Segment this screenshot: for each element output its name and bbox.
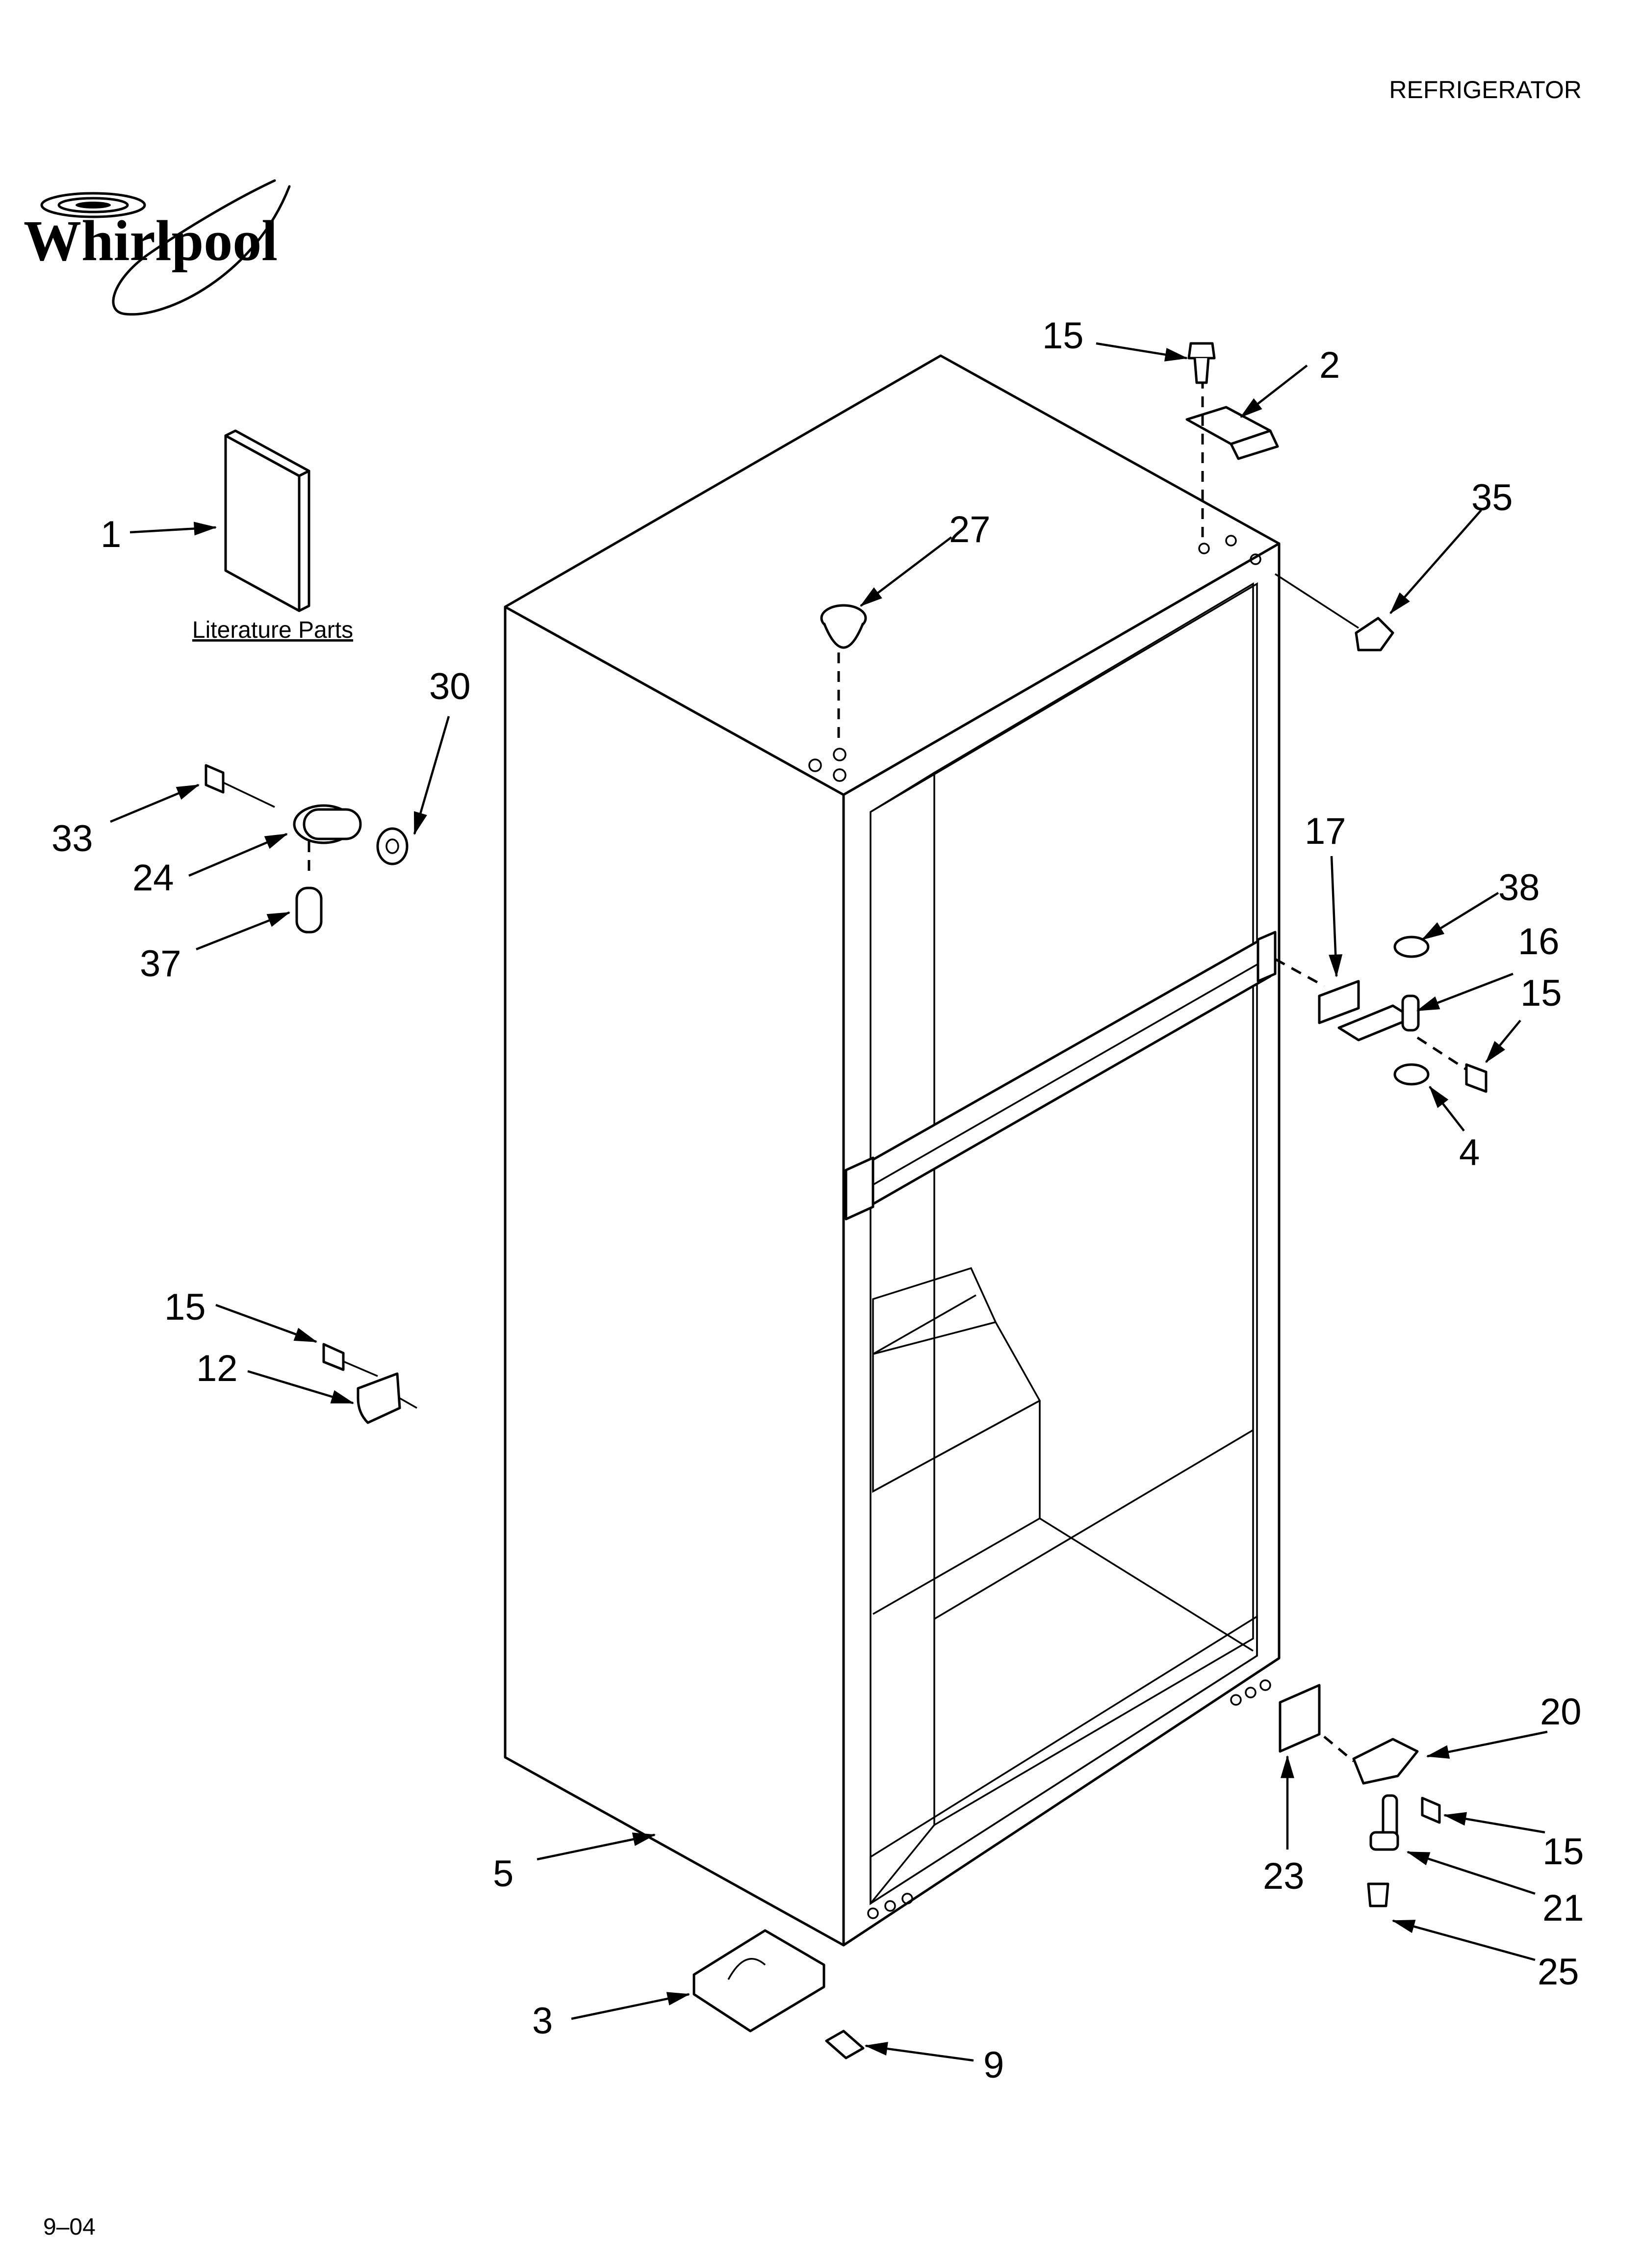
header-category: REFRIGERATOR bbox=[1389, 76, 1582, 104]
bottom-hinge-assembly bbox=[1279, 1684, 1441, 1907]
callout-21: 21 bbox=[1542, 1887, 1584, 1929]
callout-24: 24 bbox=[132, 857, 174, 899]
callout-38: 38 bbox=[1498, 867, 1540, 909]
callout-15-bottom: 15 bbox=[1542, 1831, 1584, 1873]
callout-4: 4 bbox=[1459, 1132, 1480, 1173]
callout-1: 1 bbox=[101, 514, 121, 555]
callout-15-left: 15 bbox=[164, 1286, 206, 1328]
door-stop-assembly-left bbox=[205, 764, 409, 934]
bracket-part-12 bbox=[322, 1343, 417, 1424]
literature-booklet-part-1 bbox=[224, 429, 310, 612]
callout-leaders bbox=[110, 342, 1548, 2062]
callout-16: 16 bbox=[1518, 921, 1560, 963]
callout-3: 3 bbox=[532, 2000, 553, 2042]
literature-parts-caption: Literature Parts bbox=[192, 617, 353, 643]
callout-25: 25 bbox=[1538, 1951, 1579, 1993]
callout-12: 12 bbox=[196, 1348, 238, 1389]
callout-27: 27 bbox=[949, 509, 991, 550]
plug-part-27 bbox=[820, 604, 867, 741]
callout-20: 20 bbox=[1540, 1691, 1582, 1733]
hinge-cover-part-35 bbox=[1275, 573, 1394, 652]
callout-30: 30 bbox=[429, 666, 471, 707]
callout-33: 33 bbox=[51, 818, 93, 860]
top-hinge-part-2 bbox=[1185, 378, 1279, 537]
footer-date-code: 9–04 bbox=[43, 2214, 96, 2240]
callout-9: 9 bbox=[983, 2044, 1004, 2086]
whirlpool-logo: Whirlpool bbox=[24, 179, 291, 316]
callout-15-center: 15 bbox=[1520, 972, 1562, 1014]
whirlpool-logo-wordmark: Whirlpool bbox=[24, 209, 278, 273]
callout-17: 17 bbox=[1305, 810, 1346, 852]
callout-15-top: 15 bbox=[1042, 315, 1084, 357]
callout-35: 35 bbox=[1471, 477, 1513, 519]
callout-5: 5 bbox=[493, 1853, 513, 1895]
refrigerator-cabinet-part-5 bbox=[504, 354, 1281, 1947]
screw-part-15-top bbox=[1187, 342, 1216, 384]
callout-2: 2 bbox=[1319, 344, 1340, 386]
roller-assembly bbox=[693, 1929, 865, 2059]
callout-37: 37 bbox=[140, 943, 181, 985]
callout-labels: 1 15 2 27 35 30 33 24 37 15 12 17 38 16 … bbox=[51, 315, 1584, 2086]
callout-23: 23 bbox=[1263, 1855, 1305, 1897]
center-hinge-assembly bbox=[1274, 936, 1488, 1093]
